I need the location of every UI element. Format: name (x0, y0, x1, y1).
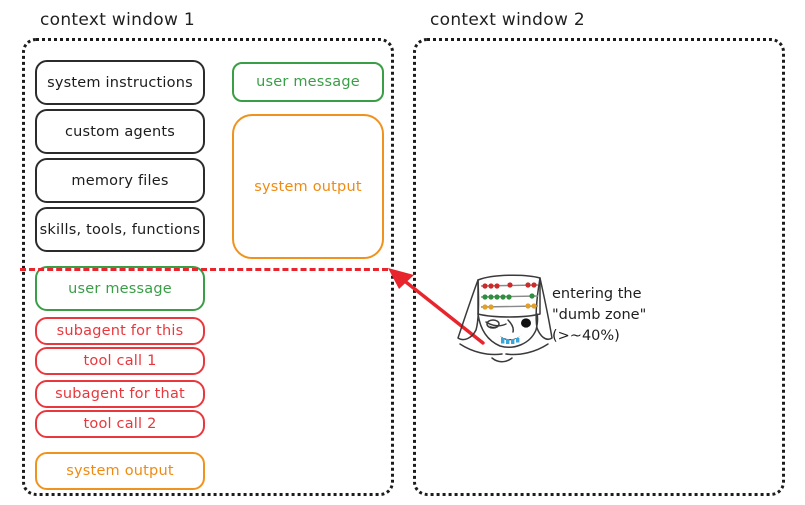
chip-system-output-right[interactable]: system output (232, 114, 384, 259)
chip-label: skills, tools, functions (39, 221, 201, 238)
dashed-leader-line (20, 268, 388, 271)
chip-tool-call-2[interactable]: tool call 2 (35, 410, 205, 438)
chip-label: memory files (71, 172, 169, 189)
context-window-1-title: context window 1 (40, 10, 195, 30)
chip-label: subagent for that (55, 386, 185, 402)
chip-label: system output (66, 463, 174, 479)
chip-label: user message (256, 74, 360, 90)
annotation-line-2: "dumb zone" (552, 307, 647, 324)
abacus-head-creature-icon (457, 274, 553, 363)
chip-memory-files[interactable]: memory files (35, 158, 205, 203)
chip-label: system output (254, 178, 362, 195)
annotation-line-3: (>~40%) (552, 328, 620, 345)
chip-label: tool call 1 (83, 353, 157, 369)
chip-skills-tools-functions[interactable]: skills, tools, functions (35, 207, 205, 252)
chip-user-message-left[interactable]: user message (35, 266, 205, 311)
chip-label: custom agents (64, 123, 176, 140)
chip-tool-call-1[interactable]: tool call 1 (35, 347, 205, 375)
abacus-row-orange (482, 303, 537, 310)
context-window-2-panel (413, 38, 785, 496)
chip-system-output-left[interactable]: system output (35, 452, 205, 490)
chip-system-instructions[interactable]: system instructions (35, 60, 205, 105)
chip-label: user message (68, 280, 172, 297)
chip-custom-agents[interactable]: custom agents (35, 109, 205, 154)
chip-label: subagent for this (56, 323, 184, 339)
abacus-row-red (482, 282, 537, 289)
chip-subagent-for-this[interactable]: subagent for this (35, 317, 205, 345)
teeth (501, 338, 520, 344)
chip-user-message-right[interactable]: user message (232, 62, 384, 102)
chip-label: tool call 2 (83, 416, 157, 432)
chip-label: system instructions (47, 74, 193, 91)
chip-subagent-for-that[interactable]: subagent for that (35, 380, 205, 408)
dumb-zone-annotation: entering the "dumb zone" (>~40%) (552, 284, 646, 347)
red-arrow-icon (388, 268, 485, 345)
abacus-row-green (482, 293, 535, 300)
annotation-line-1: entering the (552, 286, 642, 302)
context-window-2-title: context window 2 (430, 10, 585, 30)
